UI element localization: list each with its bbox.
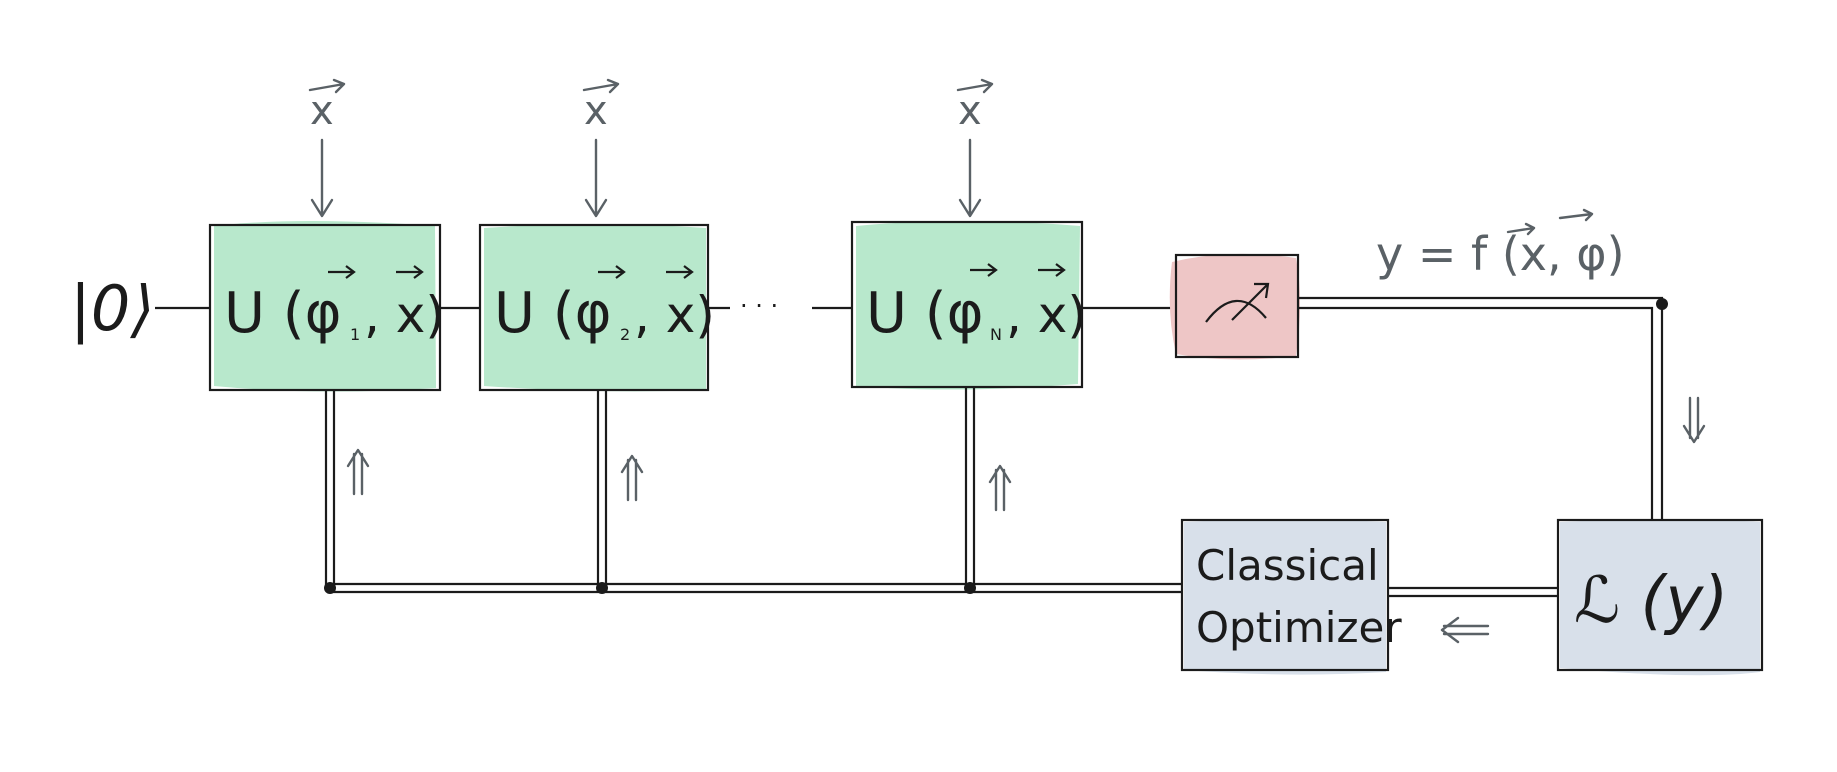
meter-gauge-icon <box>1205 282 1270 323</box>
phi-vector-arrow <box>970 263 998 277</box>
gate-label-tail: , x) <box>364 286 445 344</box>
gate-subscript: 2 <box>620 325 630 344</box>
loss-fill <box>1560 519 1760 676</box>
junction-dot <box>1656 298 1668 310</box>
output-x-vector-mark <box>1506 222 1536 236</box>
phi-vector-arrow <box>328 265 356 279</box>
measurement-output-label: y = f (x, φ) <box>1376 227 1625 281</box>
up-double-arrow-icon <box>346 448 370 496</box>
feedback-wire-n <box>964 387 976 588</box>
gate-subscript: N <box>990 325 1002 344</box>
input-x-n: x <box>956 78 994 218</box>
classical-wire-loss-optimizer <box>1388 586 1558 598</box>
x-vector-arrow <box>666 265 694 279</box>
down-arrow-icon <box>584 138 608 218</box>
junction-dot <box>324 582 336 594</box>
junction-dot <box>964 582 976 594</box>
up-double-arrow-icon <box>620 454 644 502</box>
gate-u-2: U (φ 2 , x) <box>478 223 715 392</box>
feedback-wire-2 <box>596 390 608 588</box>
gate-label-tail: , x) <box>1006 286 1087 344</box>
down-double-arrow-icon <box>1682 396 1706 444</box>
optimizer-label-line1: Classical <box>1196 541 1379 590</box>
gate-label: U (φ <box>866 281 984 346</box>
gate-subscript: 1 <box>350 325 360 344</box>
classical-optimizer-box: Classical Optimizer <box>1180 518 1402 675</box>
x-vector-arrow <box>396 265 424 279</box>
gate-label: U (φ <box>224 281 342 346</box>
input-x-label: x <box>584 88 608 134</box>
output-phi-vector-mark <box>1558 208 1594 222</box>
left-double-arrow-icon <box>1440 616 1490 644</box>
measure-border <box>1174 253 1300 359</box>
classical-parameter-bus <box>328 582 1182 594</box>
loss-box: ℒ (y) <box>1556 518 1764 676</box>
gate-border <box>478 223 710 392</box>
gate-label-tail: , x) <box>634 286 715 344</box>
input-x-label: x <box>958 88 982 134</box>
measurement-box <box>1169 253 1300 360</box>
down-arrow-icon <box>310 138 334 218</box>
x-vector-mark <box>308 78 346 94</box>
classical-wire-measure-out <box>1298 296 1664 520</box>
loss-label: ℒ (y) <box>1574 564 1728 638</box>
measure-fill <box>1169 253 1300 360</box>
gate-u-n: U (φ N , x) <box>850 220 1087 390</box>
gate-label: U (φ <box>494 281 612 346</box>
junction-dot <box>596 582 608 594</box>
ellipsis: · · · <box>740 292 778 320</box>
up-double-arrow-icon <box>988 464 1012 512</box>
feedback-wire-1 <box>324 390 336 588</box>
x-vector-mark <box>956 78 994 94</box>
x-vector-mark <box>582 78 620 94</box>
optimizer-label-line2: Optimizer <box>1196 603 1402 652</box>
input-state-label: |0⟩ <box>70 272 155 346</box>
gate-u-1: U (φ 1 , x) <box>208 221 445 392</box>
input-x-2: x <box>582 78 620 218</box>
down-arrow-icon <box>958 138 982 218</box>
x-vector-arrow <box>1038 263 1066 277</box>
optimizer-border <box>1180 518 1390 672</box>
phi-vector-arrow <box>598 265 626 279</box>
input-x-label: x <box>310 88 334 134</box>
gate-fill <box>214 221 436 392</box>
optimizer-fill <box>1184 519 1386 675</box>
gate-fill <box>856 221 1080 390</box>
input-x-1: x <box>308 78 346 218</box>
gate-fill <box>484 224 706 392</box>
